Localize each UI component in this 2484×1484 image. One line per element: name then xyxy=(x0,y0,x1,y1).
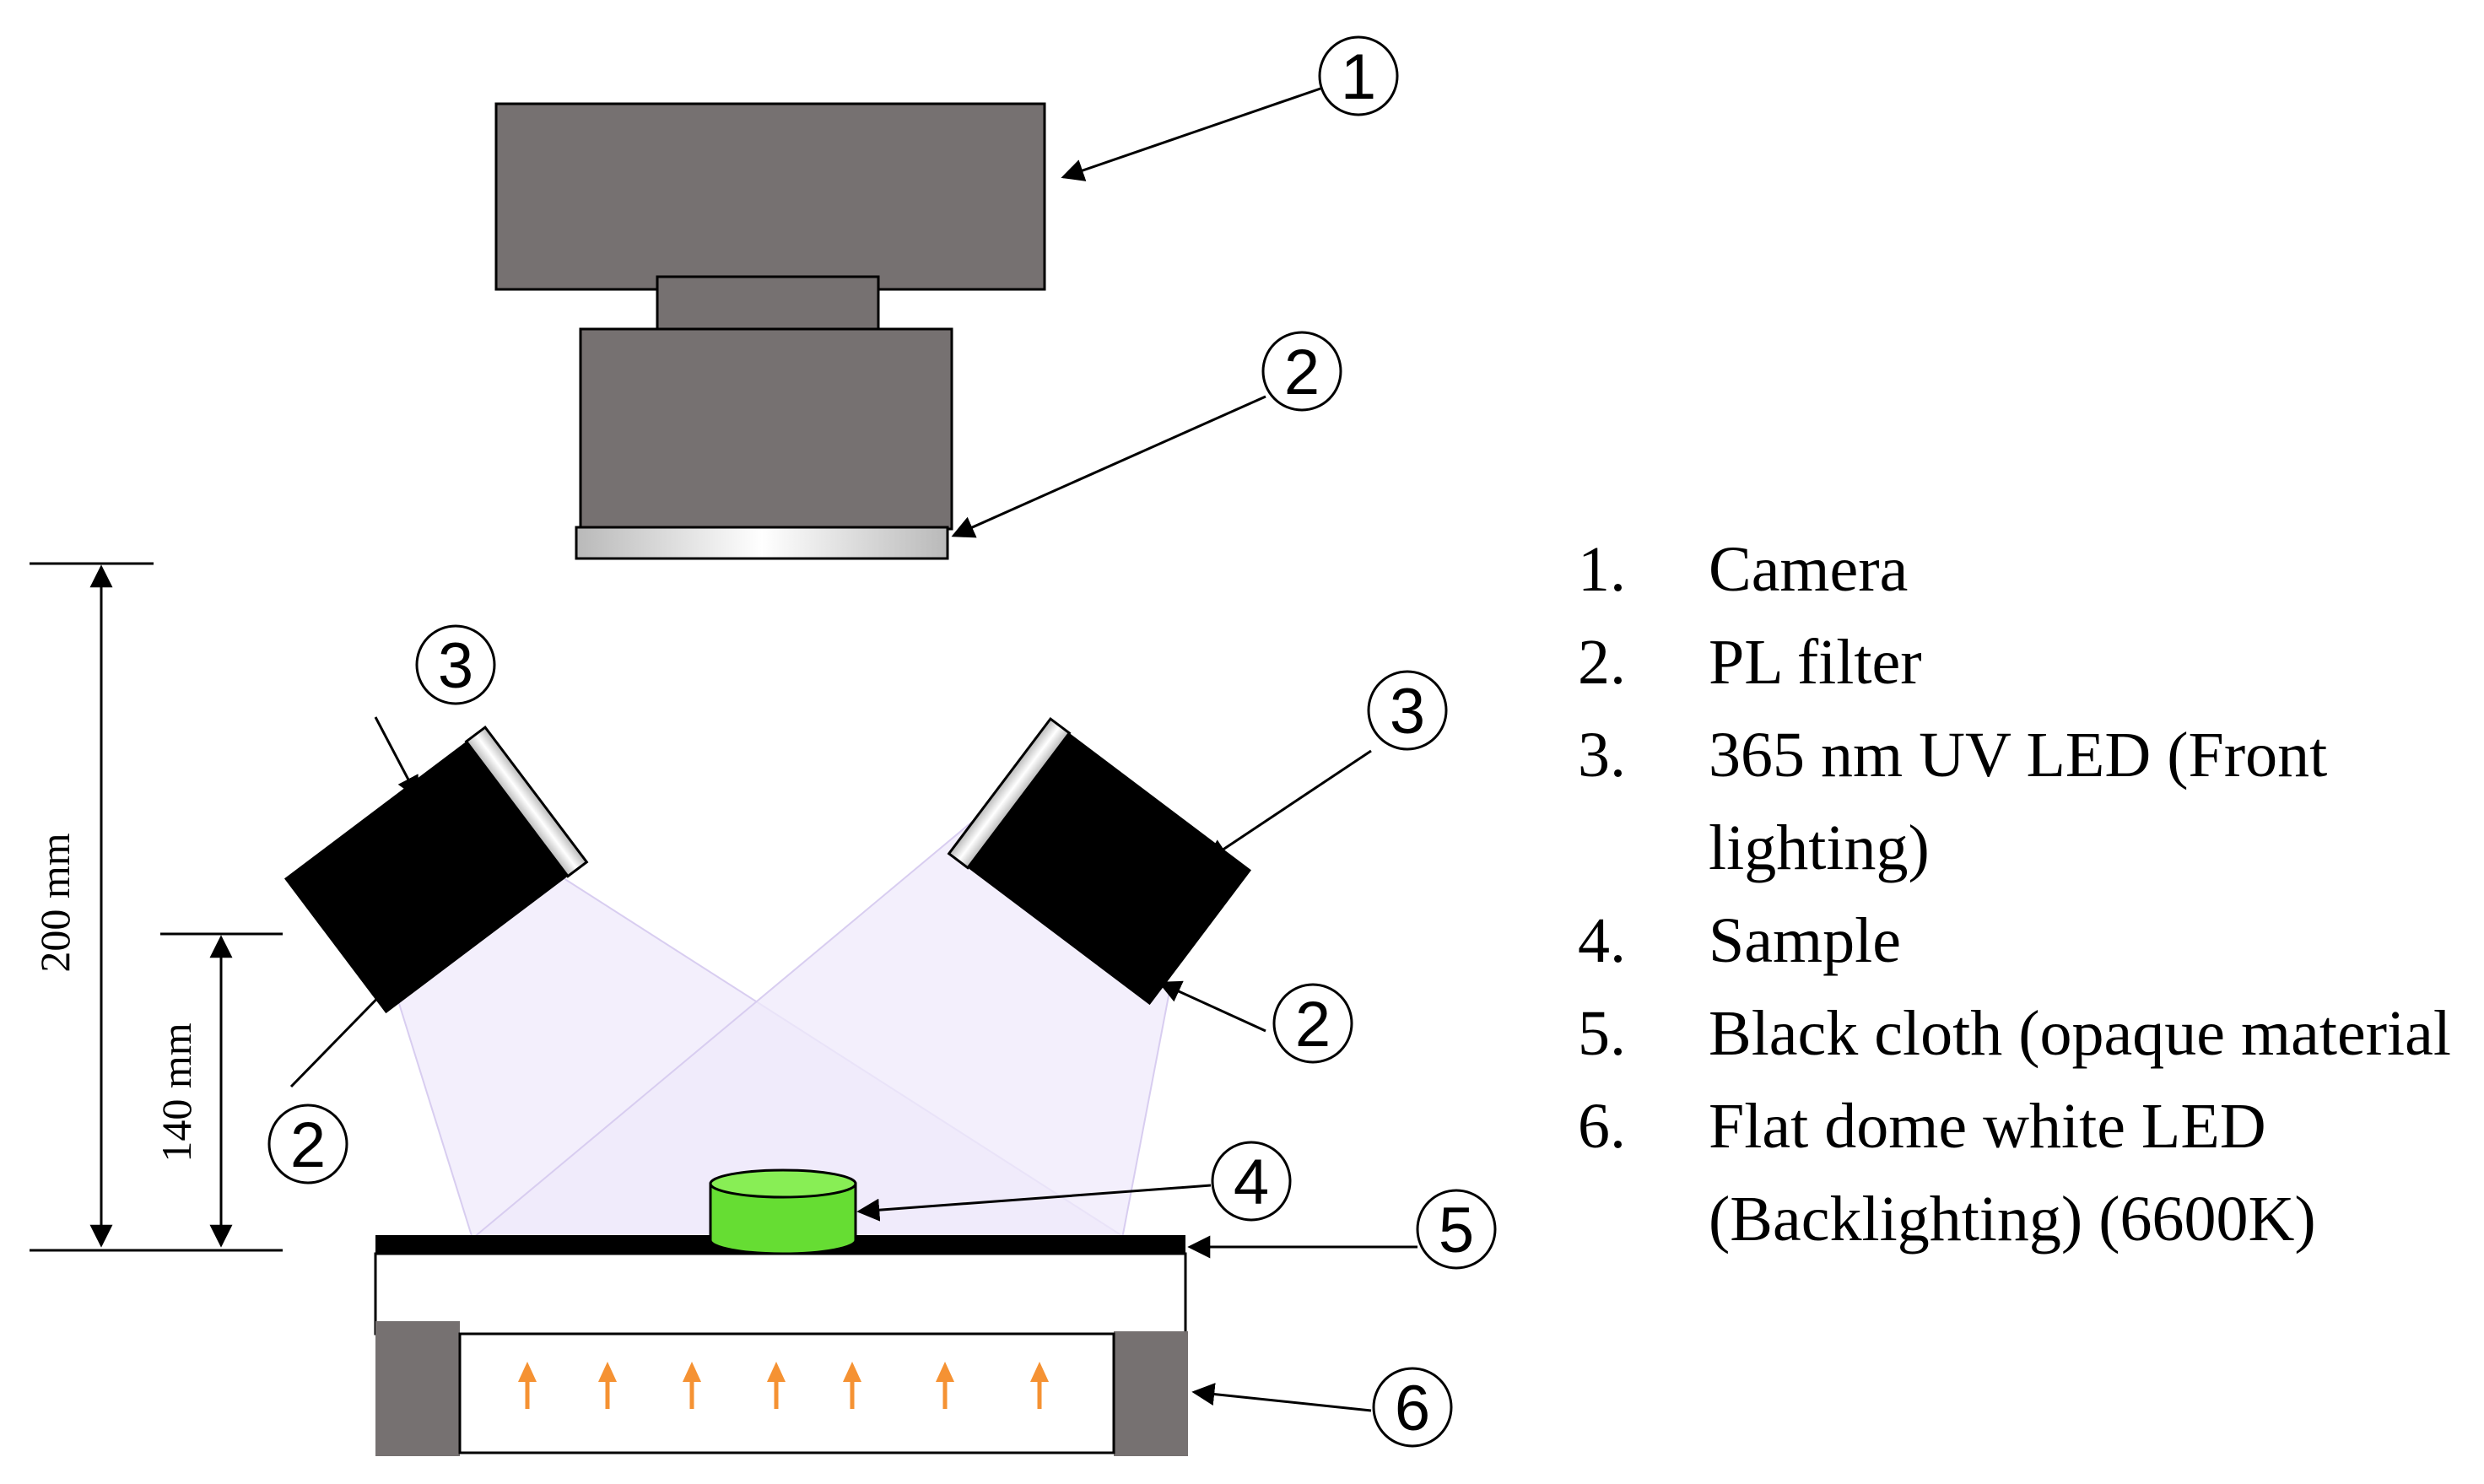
backlight-arrow-head xyxy=(683,1362,701,1382)
leader-camera xyxy=(1061,87,1321,181)
uv-led-left-body xyxy=(284,741,568,1014)
legend-item: 5. Black cloth (opaque material xyxy=(1578,987,2472,1080)
camera-lens xyxy=(579,327,953,531)
callout-uv-led-left: 3 xyxy=(415,624,496,705)
callout-sample-label: 4 xyxy=(1234,1147,1269,1218)
legend-label: Sample xyxy=(1709,905,1901,976)
sample xyxy=(709,1168,857,1255)
pl-filter-left xyxy=(464,725,589,878)
legend-item: 2. PL filter xyxy=(1578,616,2472,709)
leader-uv-led-right xyxy=(1204,749,1372,862)
dimension-200mm-label: 200 mm xyxy=(31,833,78,972)
callout-pl-filter-left: 2 xyxy=(267,1104,348,1185)
legend-number: 5. xyxy=(1578,998,1626,1069)
callout-pl-filter-right: 2 xyxy=(1272,983,1353,1064)
backlight-arrow-head xyxy=(518,1362,537,1382)
callout-uv-led-left-label: 3 xyxy=(438,630,473,702)
pl-filter-right xyxy=(947,716,1072,870)
backlight-arrow-head xyxy=(767,1362,786,1382)
pl-filter-top xyxy=(575,526,949,560)
leader-uv-led-left xyxy=(374,716,419,800)
legend-item: 6. Flat dome white LED (Backlighting) (6… xyxy=(1578,1080,2472,1265)
callout-camera: 1 xyxy=(1318,35,1399,116)
callout-uv-led-right: 3 xyxy=(1367,670,1448,751)
callout-uv-led-right-label: 3 xyxy=(1390,676,1425,747)
leader-sample xyxy=(856,1184,1212,1222)
leader-pl-filter-left xyxy=(289,977,398,1088)
dimension-200mm: 200 mm xyxy=(30,562,283,1252)
camera-mount xyxy=(656,275,880,334)
backlight-arrow-head xyxy=(843,1362,861,1382)
callout-backlight: 6 xyxy=(1372,1367,1453,1448)
legend-number: 1. xyxy=(1578,534,1626,605)
backlight-arrow-head xyxy=(936,1362,954,1382)
uv-led-left xyxy=(284,725,589,1014)
backlight-frame-right xyxy=(1114,1331,1188,1456)
callout-camera-label: 1 xyxy=(1341,41,1376,113)
backlight-arrow-head xyxy=(598,1362,617,1382)
callout-black-cloth: 5 xyxy=(1416,1189,1497,1270)
legend-number: 3. xyxy=(1578,720,1626,791)
legend-number: 4. xyxy=(1578,905,1626,976)
legend-item: 4. Sample xyxy=(1578,894,2472,987)
legend-item: 1. Camera xyxy=(1578,523,2472,616)
legend-label: Flat dome white LED (Backlighting) (6600… xyxy=(1709,1091,2316,1255)
sample-cylinder xyxy=(709,1182,857,1255)
callout-backlight-label: 6 xyxy=(1395,1373,1430,1444)
callout-sample: 4 xyxy=(1211,1141,1292,1222)
leader-backlight xyxy=(1191,1383,1372,1412)
leader-lines xyxy=(289,87,1418,1412)
legend-label: PL filter xyxy=(1709,627,1922,698)
legend-number: 2. xyxy=(1578,627,1626,698)
dimension-140mm-label: 140 mm xyxy=(153,1023,200,1162)
backlight-arrow-head xyxy=(1030,1362,1049,1382)
stage-assembly xyxy=(374,1235,1188,1456)
callout-pl-filter-top: 2 xyxy=(1261,331,1342,412)
leader-pl-filter-top xyxy=(951,395,1266,538)
legend-label: 365 nm UV LED (Front lighting) xyxy=(1709,720,2328,883)
dimension-140mm: 140 mm xyxy=(153,932,283,1248)
camera xyxy=(494,102,1046,560)
sample-top xyxy=(709,1168,857,1199)
backlight-frame-left xyxy=(375,1321,460,1456)
camera-body xyxy=(494,102,1046,291)
callout-pl-filter-left-label: 2 xyxy=(290,1109,326,1181)
uv-beams xyxy=(395,817,1172,1239)
callout-pl-filter-top-label: 2 xyxy=(1284,337,1320,408)
legend-label: Black cloth (opaque material xyxy=(1709,998,2451,1069)
leader-pl-filter-right xyxy=(1158,980,1266,1033)
legend-number: 6. xyxy=(1578,1091,1626,1162)
uv-led-right xyxy=(947,716,1251,1006)
diffuser-plate xyxy=(374,1252,1187,1336)
backlight-arrows xyxy=(518,1362,1049,1409)
callout-pl-filter-right-label: 2 xyxy=(1295,989,1331,1060)
backlight-panel xyxy=(458,1332,1115,1454)
callout-black-cloth-label: 5 xyxy=(1439,1195,1474,1266)
legend: 1. Camera 2. PL filter 3. 365 nm UV LED … xyxy=(1578,523,2472,1265)
legend-label: Camera xyxy=(1709,534,1909,605)
uv-led-right-body xyxy=(968,732,1251,1006)
legend-item: 3. 365 nm UV LED (Front lighting) xyxy=(1578,709,2472,894)
